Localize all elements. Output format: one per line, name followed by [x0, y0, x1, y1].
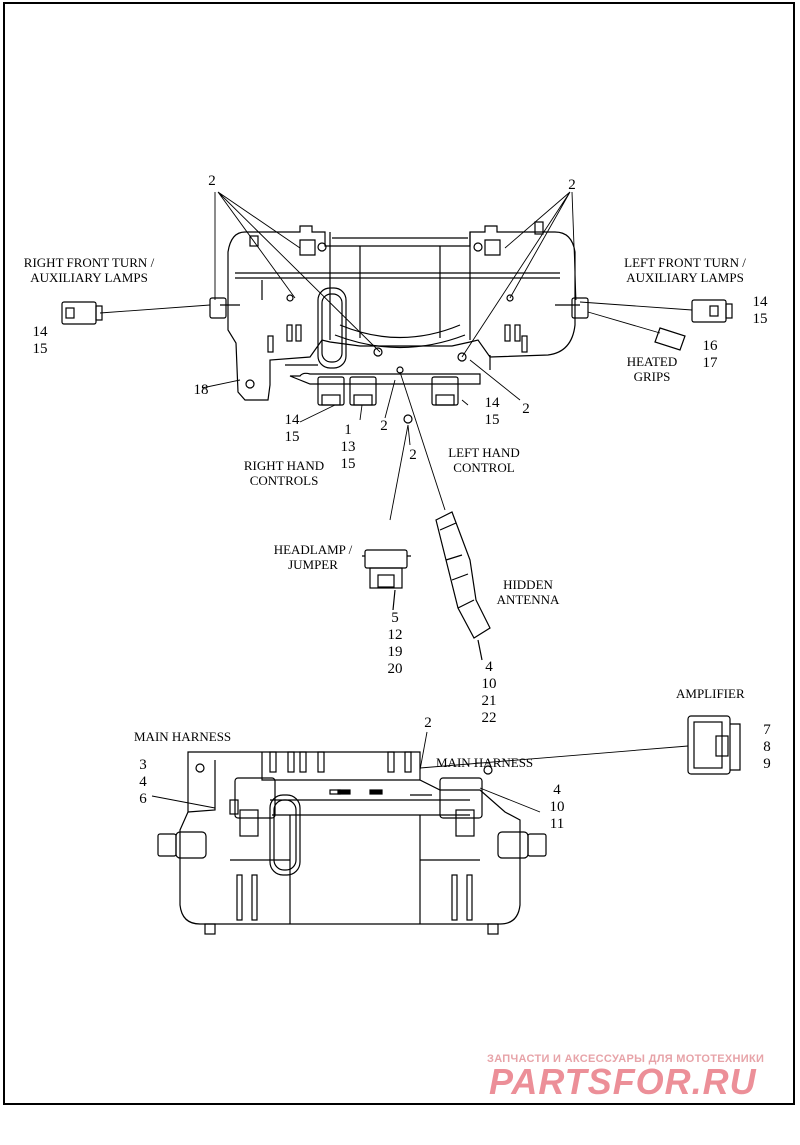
callout-4-10-21-22: 4 10 21 22	[481, 659, 497, 726]
lower-harness-panel	[157, 751, 547, 935]
upper-fairing-bracket	[209, 221, 589, 424]
label-main-harness-left: MAIN HARNESS	[134, 729, 232, 744]
callout-14-15: 14 15	[752, 294, 768, 327]
label-amplifier: AMPLIFIER	[676, 686, 745, 701]
leader-lines-upper	[99, 191, 693, 521]
callout-2: 2	[409, 447, 417, 463]
label-hidden-antenna: HIDDEN ANTENNA	[496, 577, 560, 607]
right-lamp-connector	[61, 301, 103, 325]
callout-14-15: 14 15	[284, 412, 300, 445]
headlamp-connector	[362, 549, 411, 611]
label-right-hand-controls: RIGHT HAND CONTROLS	[243, 458, 325, 488]
label-right-front-turn: RIGHT FRONT TURN / AUXILIARY LAMPS	[23, 255, 155, 285]
label-heated-grips: HEATED GRIPS	[626, 354, 678, 384]
callout-2: 2	[380, 418, 388, 434]
callout-7-8-9: 7 8 9	[763, 722, 771, 772]
callout-14-15: 14 15	[32, 324, 48, 357]
callout-2: 2	[522, 401, 530, 417]
callout-14-15: 14 15	[484, 395, 500, 428]
callout-3-4-6: 3 4 6	[139, 757, 147, 807]
callout-2: 2	[568, 177, 576, 193]
callout-2: 2	[208, 173, 216, 189]
label-main-harness-right: MAIN HARNESS	[436, 755, 534, 770]
callout-18: 18	[193, 382, 209, 398]
callout-4-10-11: 4 10 11	[549, 782, 565, 832]
callout-1-13-15: 1 13 15	[340, 422, 356, 472]
left-lamp-connector	[691, 299, 733, 323]
label-headlamp-jumper: HEADLAMP / JUMPER	[273, 542, 353, 572]
label-left-hand-control: LEFT HAND CONTROL	[448, 445, 520, 475]
amplifier-connector	[687, 715, 741, 775]
antenna-body	[435, 511, 491, 661]
callout-5-12-19-20: 5 12 19 20	[387, 610, 403, 677]
leader-lines-lower	[151, 731, 689, 813]
callout-16-17: 16 17	[702, 338, 718, 371]
label-left-front-turn: LEFT FRONT TURN / AUXILIARY LAMPS	[624, 255, 746, 285]
callout-2: 2	[424, 715, 432, 731]
diagram-frame	[3, 2, 795, 1105]
watermark-caption: ЗАПЧАСТИ И АКСЕССУАРЫ ДЛЯ МОТОТЕХНИКИ	[487, 1053, 765, 1065]
heated-grips-connector	[654, 327, 686, 351]
svg-text:PARTSFOR.RU: PARTSFOR.RU	[489, 1061, 757, 1100]
watermark-logo: PARTSFOR.RU	[489, 1061, 757, 1100]
